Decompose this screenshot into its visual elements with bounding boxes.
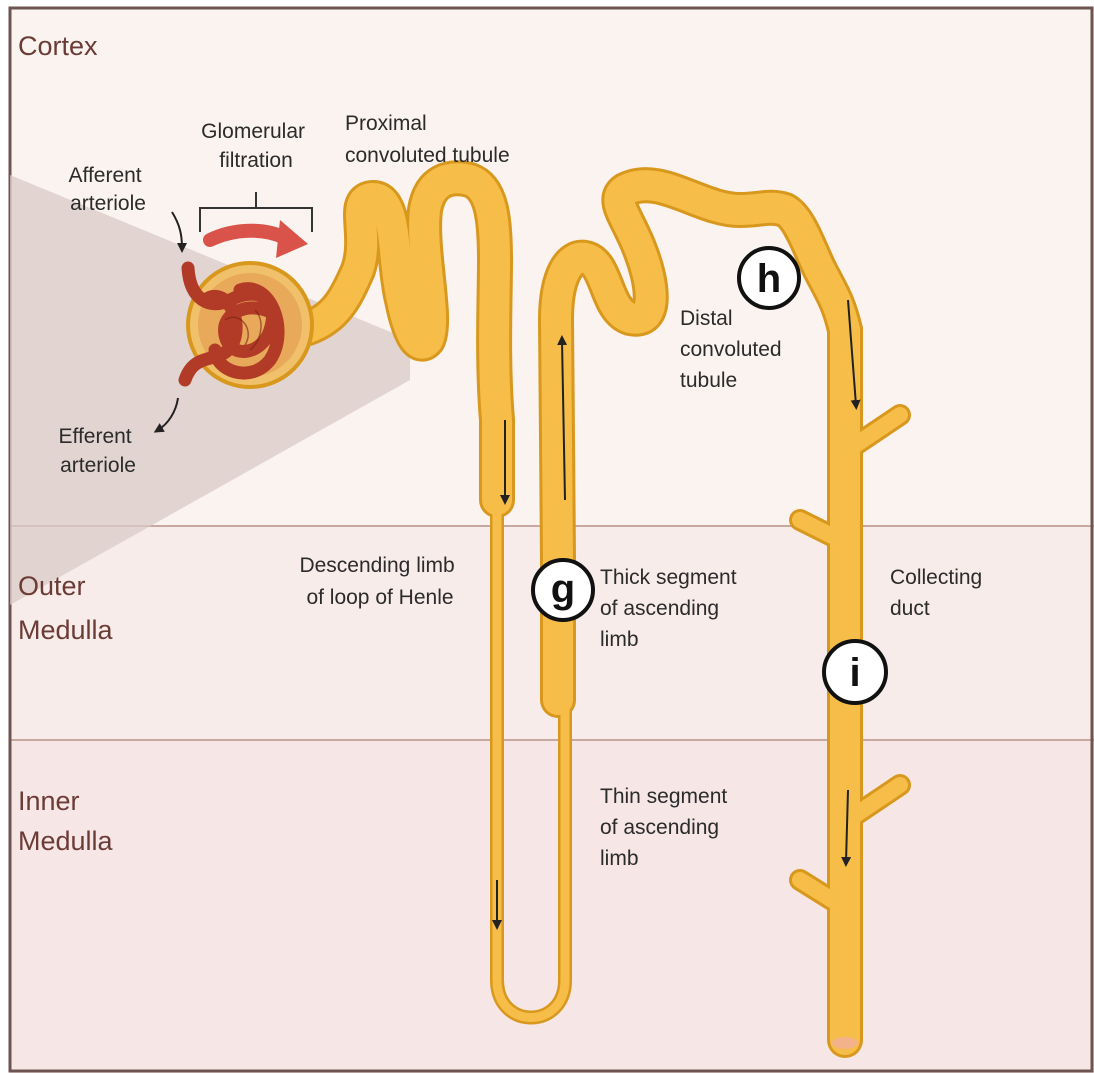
inner-medulla-zone [10, 740, 1094, 1073]
marker-g: g [533, 560, 593, 620]
svg-text:i: i [849, 651, 860, 695]
glomerulus [185, 263, 312, 387]
svg-text:h: h [757, 257, 781, 301]
svg-text:g: g [551, 567, 575, 611]
marker-i: i [824, 641, 886, 703]
marker-h: h [739, 248, 799, 308]
cortex-label: Cortex [18, 31, 98, 61]
